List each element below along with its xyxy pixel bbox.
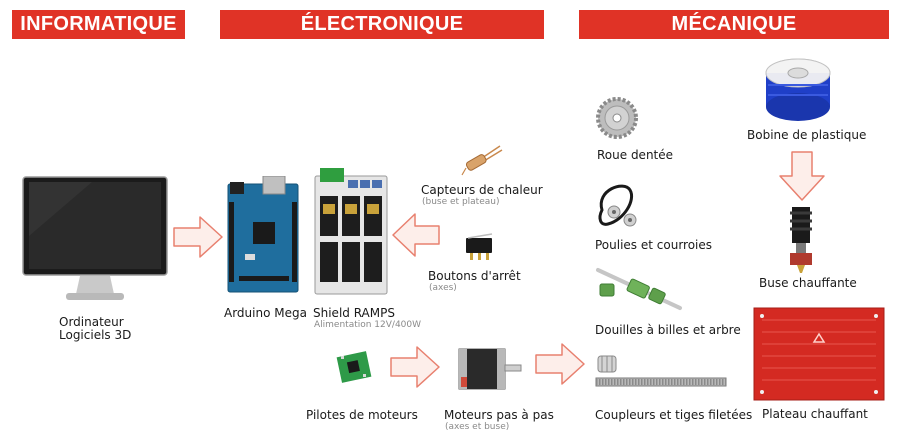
pulleys-label: Poulies et courroies xyxy=(595,238,713,252)
arrow-down-icon xyxy=(779,151,825,201)
gear-image xyxy=(596,97,638,139)
stepper-driver-image xyxy=(336,351,372,383)
coupler-rod-image xyxy=(595,355,727,387)
endstop-switch-image xyxy=(466,233,493,260)
computer-label: Ordinateur xyxy=(59,315,124,329)
endstops-sublabel: (axes) xyxy=(429,283,457,293)
heat-sensors-label: Capteurs de chaleur xyxy=(421,183,543,197)
endstops-label: Boutons d'arrêt xyxy=(428,269,521,283)
heat-sensors-sublabel: (buse et plateau) xyxy=(422,197,500,207)
section-title-electronique: ÉLECTRONIQUE xyxy=(220,10,544,39)
hotend-label: Buse chauffante xyxy=(759,276,857,290)
heated-bed-image xyxy=(753,307,885,401)
computer-software-label: Logiciels 3D xyxy=(59,328,132,342)
arrow-right-icon xyxy=(535,343,585,385)
arrow-right-icon xyxy=(390,346,440,388)
section-title-informatique: INFORMATIQUE xyxy=(12,10,185,39)
ramps-label: Shield RAMPS xyxy=(313,306,395,320)
drivers-label: Pilotes de moteurs xyxy=(306,408,418,422)
hotend-image xyxy=(790,207,812,273)
spool-label: Bobine de plastique xyxy=(747,128,867,142)
bearings-label: Douilles à billes et arbre xyxy=(595,323,741,337)
stepper-motor-image xyxy=(458,348,522,390)
arduino-mega-board-image xyxy=(227,176,299,293)
ramps-power-label: Alimentation 12V/400W xyxy=(314,320,422,330)
section-title-mecanique: MÉCANIQUE xyxy=(579,10,889,39)
arduino-label: Arduino Mega xyxy=(224,306,307,320)
arrow-right-icon xyxy=(173,216,223,258)
pulley-belt-image xyxy=(598,184,637,227)
steppers-sublabel: (axes et buse) xyxy=(445,422,510,432)
thermistor-image xyxy=(461,145,503,176)
bed-label: Plateau chauffant xyxy=(762,407,868,421)
arrow-left-icon xyxy=(392,213,440,257)
computer-monitor-image xyxy=(22,176,168,300)
steppers-label: Moteurs pas à pas xyxy=(444,408,554,422)
filament-spool-image xyxy=(765,58,831,121)
couplers-label: Coupleurs et tiges filetées xyxy=(595,408,753,422)
ramps-shield-image xyxy=(314,168,388,295)
linear-bearing-image xyxy=(596,268,682,310)
gear-label: Roue dentée xyxy=(597,148,674,162)
